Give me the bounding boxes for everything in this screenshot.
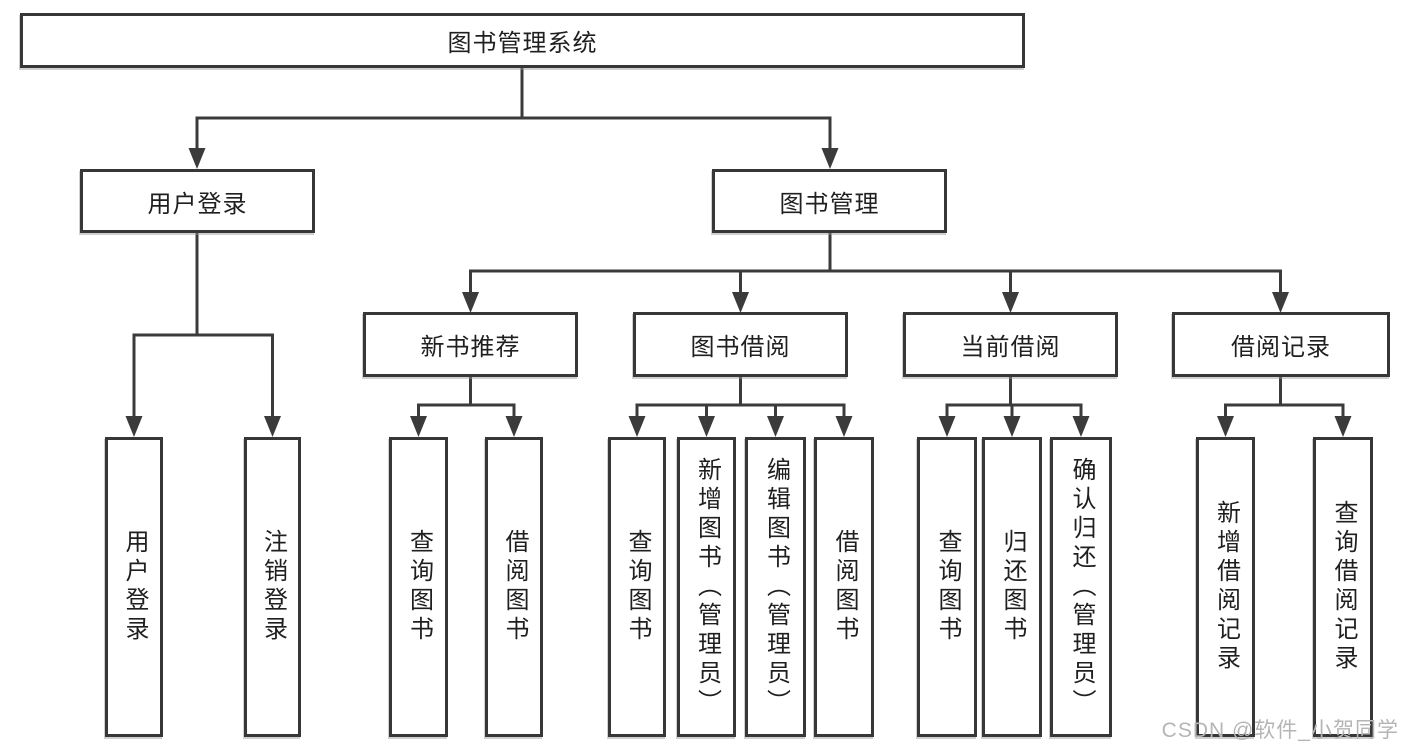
node-library-system: 图书管理系统 (20, 13, 1025, 68)
leaf-return-books: 归还图书 (982, 437, 1042, 737)
leaf-user-login: 用户登录 (105, 437, 163, 737)
leaf-borrow-books-1: 借阅图书 (485, 437, 543, 737)
arrowheads (125, 148, 1352, 437)
connector-lines (132, 68, 1345, 418)
node-book-management: 图书管理 (712, 169, 947, 233)
leaf-query-books-1: 查询图书 (389, 437, 448, 737)
leaf-add-borrow-record: 新增借阅记录 (1196, 437, 1255, 737)
node-user-login: 用户登录 (80, 169, 315, 233)
node-current-borrowing: 当前借阅 (903, 312, 1118, 377)
csdn-watermark: CSDN @软件_小贺同学 (1161, 719, 1399, 742)
leaf-add-books-admin: 新增图书（管理员） (677, 437, 736, 737)
leaf-logout: 注销登录 (244, 437, 301, 737)
leaf-query-books-3: 查询图书 (917, 437, 977, 737)
leaf-borrow-books-2: 借阅图书 (814, 437, 874, 737)
node-borrowing-records: 借阅记录 (1172, 312, 1390, 377)
leaf-query-borrow-record: 查询借阅记录 (1313, 437, 1373, 737)
leaf-confirm-return-admin: 确认归还（管理员） (1050, 437, 1112, 737)
node-book-borrowing: 图书借阅 (633, 312, 848, 377)
leaf-query-books-2: 查询图书 (608, 437, 666, 737)
node-new-book-recommend: 新书推荐 (363, 312, 578, 377)
leaf-edit-books-admin: 编辑图书（管理员） (745, 437, 806, 737)
